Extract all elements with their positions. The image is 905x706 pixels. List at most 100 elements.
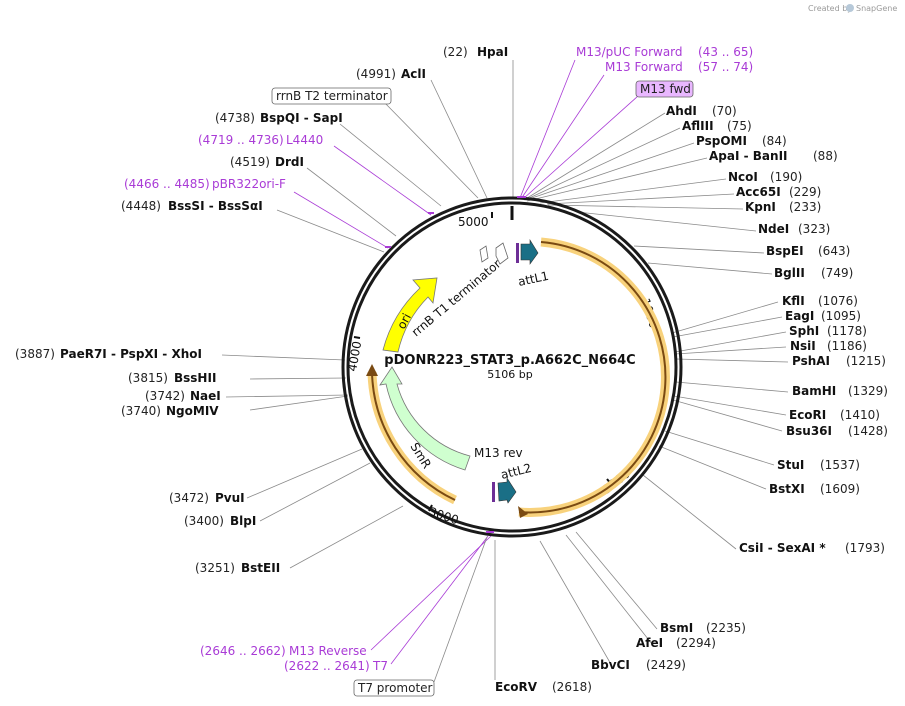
- pos-hpai: (22): [443, 45, 468, 59]
- label-rrnb-t2: rrnB T2 terminator: [276, 89, 388, 103]
- leader-afei: [565, 534, 653, 645]
- orf-arrowhead: [518, 506, 528, 518]
- snapgene-logo-icon: [846, 4, 854, 12]
- label-m13-reverse: M13 Reverse: [289, 644, 367, 658]
- leader-ngomiv: [249, 395, 349, 411]
- tick-label-3000: 3000: [427, 505, 460, 528]
- leader-bspei: [633, 245, 765, 254]
- leader-m13-reverse: [370, 535, 492, 651]
- leader-ecori: [673, 395, 787, 416]
- label-pvui: PvuI: [215, 491, 245, 505]
- snapgene-credit: Created by SnapGene: [808, 4, 897, 13]
- pos-ngomiv: (3740): [121, 404, 161, 418]
- leader-ncoi: [539, 178, 727, 204]
- label-bamhi: BamHI: [792, 384, 836, 398]
- rrnb-t1-arrow-2: [495, 242, 509, 265]
- ori-label: ori: [394, 311, 414, 331]
- label-t7: T7: [372, 659, 388, 673]
- leader-bbvci: [539, 540, 613, 667]
- left-arc: [371, 371, 456, 501]
- label-bsu36i: Bsu36I: [786, 424, 832, 438]
- leader-apai: [526, 157, 708, 202]
- label-nsii: NsiI: [790, 339, 816, 353]
- label-pshai: PshAI: [792, 354, 830, 368]
- label-bspqi-sapi: BspQI - SapI: [260, 111, 343, 125]
- label-afliii: AflIII: [682, 119, 714, 133]
- ori-arrow: [382, 277, 438, 353]
- leader-afliii: [524, 127, 681, 201]
- leader-blpi: [259, 462, 371, 522]
- leader-ndei: [576, 211, 757, 232]
- pos-bspqi: (4738): [215, 111, 255, 125]
- pos-blpi: (3400): [184, 514, 224, 528]
- pos-afei: (2294): [676, 636, 716, 650]
- pos-bsu36i: (1428): [848, 424, 888, 438]
- label-pbr322ori: pBR322ori-F: [212, 177, 286, 191]
- smr-arrow: [379, 366, 471, 471]
- label-acc65i: Acc65I: [736, 185, 781, 199]
- label-bstxi: BstXI: [769, 482, 805, 496]
- marker-m13-fwd: [517, 196, 526, 198]
- leader-bspqi: [339, 123, 442, 207]
- pos-m13-puc-forward: (43 .. 65): [698, 45, 753, 59]
- leader-csii: [642, 474, 737, 550]
- pos-bamhi: (1329): [848, 384, 888, 398]
- leader-l4440: [333, 145, 432, 216]
- credit-text: Created by: [808, 4, 852, 13]
- leader-bsu36i: [672, 399, 783, 432]
- label-bglii: BglII: [774, 266, 805, 280]
- pos-bbvci: (2429): [646, 658, 686, 672]
- pos-bstxi: (1609): [820, 482, 860, 496]
- leader-eagi: [672, 316, 783, 338]
- label-m13-forward: M13 Forward: [605, 60, 683, 74]
- left-arrowhead: [366, 364, 378, 376]
- rrnb-t1-arrow-1: [479, 245, 489, 263]
- pos-bglii: (749): [821, 266, 853, 280]
- label-bsssi: BssSI - BssSαI: [168, 199, 263, 213]
- leader-t7: [390, 535, 489, 665]
- pos-csii: (1793): [845, 541, 885, 555]
- leader-naei: [225, 394, 349, 398]
- credit-app: SnapGene: [856, 4, 897, 13]
- outer-ring: [341, 196, 683, 538]
- pos-acc65i: (229): [789, 185, 821, 199]
- label-kpni: KpnI: [745, 200, 776, 214]
- m13-fwd-mark: [516, 243, 519, 263]
- pos-pspomi: (84): [762, 134, 787, 148]
- label-xhoi: PaeR7I - PspXI - XhoI: [60, 347, 202, 361]
- orf-arc: [518, 241, 667, 514]
- leader-bsmi: [575, 531, 658, 630]
- tick-4000: [353, 336, 361, 339]
- pos-bsshii: (3815): [128, 371, 168, 385]
- leader-t7-promoter: [433, 536, 488, 683]
- leader-bsteii: [289, 505, 404, 569]
- t7-promoter-box: [353, 679, 435, 697]
- label-bspei: BspEI: [766, 244, 804, 258]
- label-ahdi: AhdI: [666, 104, 697, 118]
- leader-kpni: [547, 204, 744, 210]
- label-bbvci: BbvCI: [591, 658, 630, 672]
- pos-pbr322ori: (4466 .. 4485): [124, 177, 210, 191]
- label-kfli: KflI: [782, 294, 805, 308]
- pos-l4440: (4719 .. 4736): [198, 133, 284, 147]
- label-t7-promoter: T7 promoter: [357, 681, 433, 695]
- leader-kfli: [671, 301, 779, 334]
- pos-t7: (2622 .. 2641): [284, 659, 370, 673]
- m13-rev-label: M13 rev: [474, 446, 523, 460]
- attl1-arrow: [520, 238, 539, 265]
- leader-m13-fwd: [520, 74, 605, 200]
- leader-bsshii: [249, 377, 347, 380]
- label-ecori: EcoRI: [789, 408, 826, 422]
- m13-rev-mark: [492, 482, 495, 502]
- label-l4440: L4440: [286, 133, 323, 147]
- pos-pshai: (1215): [846, 354, 886, 368]
- pos-xhoi: (3887): [15, 347, 55, 361]
- label-stui: StuI: [777, 458, 804, 472]
- pos-ecorv: (2618): [552, 680, 592, 694]
- attl2-label: attL2: [499, 461, 533, 482]
- m13-fwd-box: [635, 80, 694, 98]
- leader-bsssi: [276, 209, 385, 253]
- pos-bsssi: (4448): [121, 199, 161, 213]
- leader-bstxi: [658, 445, 767, 490]
- leader-drdi: [306, 167, 397, 237]
